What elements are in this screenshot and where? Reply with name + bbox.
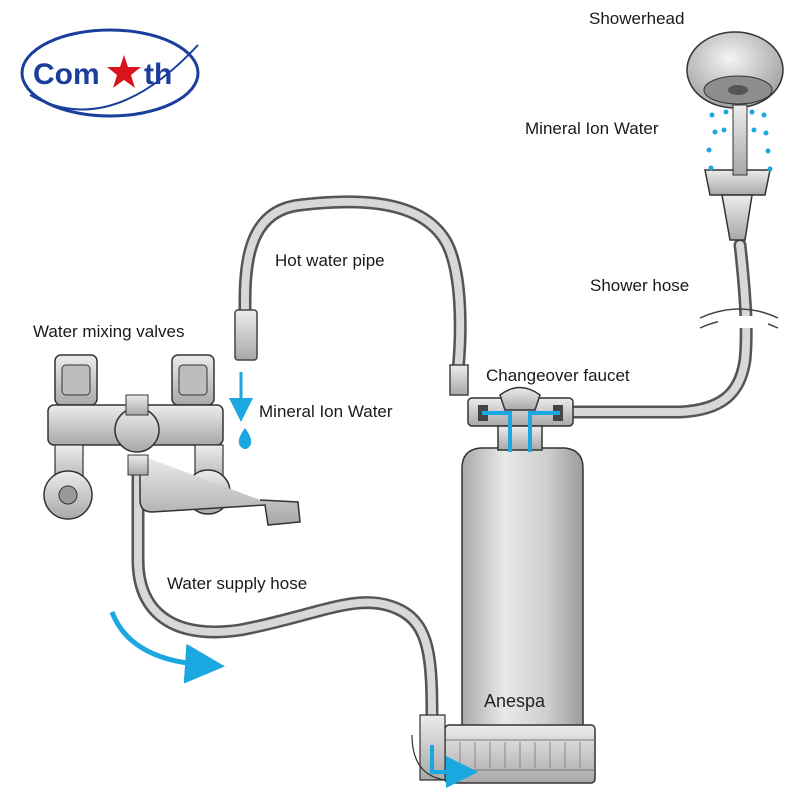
- label-water-supply-hose: Water supply hose: [167, 574, 307, 593]
- label-shower-hose: Shower hose: [590, 276, 689, 295]
- anespa-label: Anespa: [484, 691, 546, 711]
- changeover-faucet: [468, 388, 573, 453]
- flow-arrow-down: [239, 372, 251, 449]
- hot-water-pipe: [235, 202, 468, 395]
- label-showerhead: Showerhead: [589, 9, 684, 28]
- water-mixing-valves: [44, 355, 300, 525]
- water-drop-icon: [239, 428, 251, 449]
- label-changeover-faucet: Changeover faucet: [486, 366, 630, 385]
- label-water-mixing-valves: Water mixing valves: [33, 322, 184, 341]
- pipe-end-connector: [235, 310, 257, 360]
- showerhead: [687, 32, 783, 240]
- logo-text-right: th: [144, 58, 172, 91]
- anespa-filter-unit: Anespa: [412, 448, 595, 783]
- label-mineral-ion-water-mid: Mineral Ion Water: [259, 402, 393, 421]
- shower-hose: [575, 245, 778, 412]
- label-hot-water-pipe: Hot water pipe: [275, 251, 385, 270]
- logo-text-left: Com: [33, 58, 100, 91]
- comath-logo: Com th: [22, 30, 198, 116]
- label-mineral-ion-water-top: Mineral Ion Water: [525, 119, 659, 138]
